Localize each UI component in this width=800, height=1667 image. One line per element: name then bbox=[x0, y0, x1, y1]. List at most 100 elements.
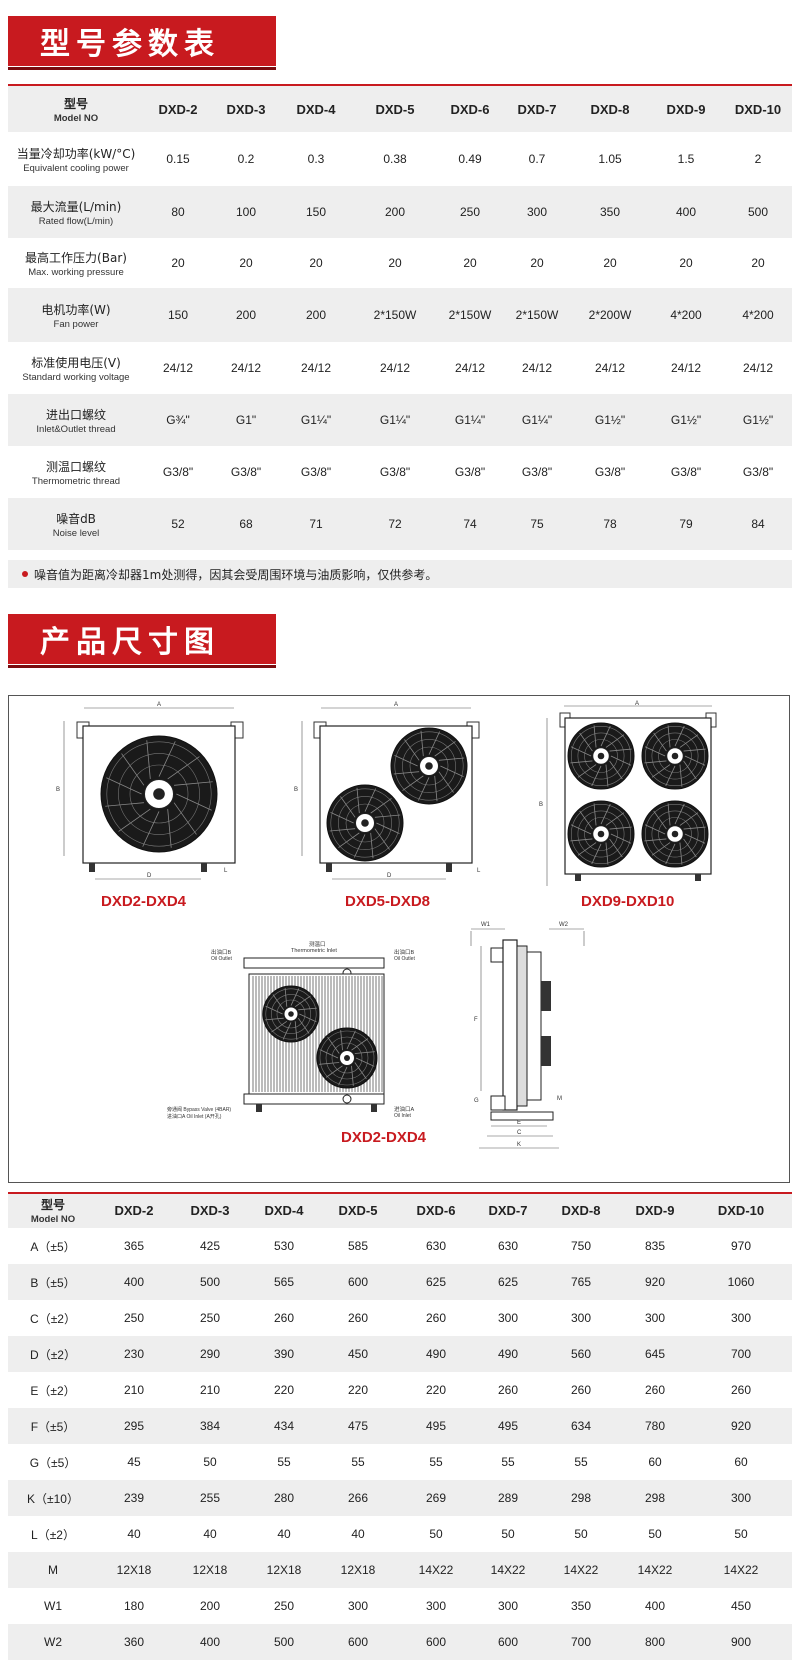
param-row: 标准使用电压(V)Standard working voltage 24/12 24… bbox=[8, 342, 792, 394]
param-value-cell: G3/8" bbox=[162, 465, 194, 479]
param-value-cell: 20 bbox=[603, 256, 617, 270]
dim-value-cell: 490 bbox=[425, 1347, 447, 1361]
param-label-en: Thermometric thread bbox=[31, 475, 121, 487]
dim-value-cell: 360 bbox=[123, 1635, 145, 1649]
dim-value-cell: 450 bbox=[730, 1599, 752, 1613]
param-value-cell: 500 bbox=[747, 205, 769, 219]
dim-value-cell: 260 bbox=[570, 1383, 592, 1397]
dim-value-cell: 300 bbox=[730, 1491, 752, 1505]
dim-value-cell: 300 bbox=[730, 1311, 752, 1325]
dim-value-cell: 60 bbox=[734, 1455, 748, 1469]
dim-value-cell: 260 bbox=[644, 1383, 666, 1397]
dim-value-cell: 300 bbox=[644, 1311, 666, 1325]
dim-value-cell: 490 bbox=[497, 1347, 519, 1361]
param-value-cell: 2*200W bbox=[588, 308, 632, 322]
dim-value-cell: 280 bbox=[273, 1491, 295, 1505]
fan-icon bbox=[316, 1027, 378, 1089]
dim-value-cell: 290 bbox=[199, 1347, 221, 1361]
param-label-cell: 标准使用电压(V)Standard working voltage bbox=[8, 342, 144, 394]
params-header-row: 型号 Model NO DXD-2 DXD-3 DXD-4 DXD-5 DXD-… bbox=[8, 86, 792, 132]
dim-label-cell: K（±10） bbox=[27, 1491, 79, 1506]
dim-value-cell: 14X22 bbox=[637, 1563, 673, 1577]
dim-l-label: L bbox=[224, 868, 228, 874]
caption-dxd9-dxd10: DXD9-DXD10 bbox=[581, 893, 674, 910]
dim-b-label: B bbox=[56, 787, 60, 793]
param-value-cell: 4*200 bbox=[742, 308, 774, 322]
dim-label-cell: L（±2） bbox=[31, 1527, 75, 1542]
param-value-cell: 400 bbox=[675, 205, 697, 219]
dim-value-cell: 300 bbox=[497, 1311, 519, 1325]
dim-d-label-2: D bbox=[387, 873, 392, 879]
dim-value-cell: 600 bbox=[347, 1275, 369, 1289]
dim-value-cell: 50 bbox=[203, 1455, 217, 1469]
param-value-cell: 24/12 bbox=[379, 361, 411, 375]
dim-value-cell: 250 bbox=[273, 1599, 295, 1613]
dim-value-cell: 600 bbox=[347, 1635, 369, 1649]
param-value-cell: G1½" bbox=[594, 413, 626, 427]
dim-label-cell: G（±5） bbox=[29, 1455, 77, 1470]
dim-value-cell: 384 bbox=[199, 1419, 221, 1433]
param-label-en: Noise level bbox=[52, 527, 100, 539]
fan-icon bbox=[326, 784, 404, 862]
dim-value-cell: 298 bbox=[644, 1491, 666, 1505]
diagram-svg: A B D L DXD2-DXD4 A B bbox=[56, 701, 717, 1149]
param-value-cell: 80 bbox=[171, 205, 185, 219]
dim-a-label-3: A bbox=[635, 701, 639, 707]
dim-value-cell: 55 bbox=[501, 1455, 515, 1469]
dim-value-cell: 40 bbox=[277, 1527, 291, 1541]
dim-value-cell: 625 bbox=[497, 1275, 519, 1289]
param-label-cn: 电机功率(W) bbox=[41, 302, 111, 317]
dim-label-cell: E（±2） bbox=[30, 1383, 76, 1398]
dim-value-cell: 765 bbox=[570, 1275, 592, 1289]
fan-icon bbox=[567, 722, 635, 790]
dim-value-cell: 350 bbox=[570, 1599, 592, 1613]
dim-b-label-2: B bbox=[294, 787, 298, 793]
param-label-cn: 当量冷却功率(kW/°C) bbox=[16, 146, 136, 161]
dim-value-cell: 55 bbox=[277, 1455, 291, 1469]
param-value-cell: G1½" bbox=[742, 413, 774, 427]
dim-value-cell: 260 bbox=[730, 1383, 752, 1397]
param-value-cell: 4*200 bbox=[670, 308, 702, 322]
param-value-cell: 79 bbox=[679, 517, 693, 531]
fan-icon bbox=[641, 800, 709, 868]
dim-value-cell: 220 bbox=[273, 1383, 295, 1397]
oil-inlet-left: 进油口A Oil Inlet (A开孔) bbox=[167, 1113, 222, 1120]
oil-inlet-right-en: Oil Inlet bbox=[394, 1113, 412, 1119]
param-value-cell: 0.38 bbox=[383, 152, 407, 166]
param-value-cell: 20 bbox=[679, 256, 693, 270]
dim-value-cell: 625 bbox=[425, 1275, 447, 1289]
dim-value-cell: 210 bbox=[199, 1383, 221, 1397]
note-bullet bbox=[22, 571, 28, 577]
dim-value-cell: 400 bbox=[644, 1599, 666, 1613]
param-label-en: Fan power bbox=[53, 318, 99, 330]
dim-value-cell: 12X18 bbox=[192, 1563, 228, 1577]
param-value-cell: 24/12 bbox=[670, 361, 702, 375]
dim-value-cell: 300 bbox=[425, 1599, 447, 1613]
table-top-rule bbox=[8, 84, 792, 86]
dim-value-cell: 500 bbox=[199, 1275, 221, 1289]
dim-value-cell: 40 bbox=[127, 1527, 141, 1541]
dim-value-cell: 300 bbox=[347, 1599, 369, 1613]
param-value-cell: 20 bbox=[463, 256, 477, 270]
thermo-cn: 测温口 bbox=[309, 940, 326, 948]
dim-value-cell: 260 bbox=[273, 1311, 295, 1325]
model-col-header: DXD-9 bbox=[666, 101, 706, 117]
param-value-cell: 0.2 bbox=[237, 152, 255, 166]
model-col-header-2: DXD-5 bbox=[338, 1202, 378, 1218]
dim-g-label: G bbox=[474, 1098, 479, 1104]
dim-value-cell: 600 bbox=[497, 1635, 519, 1649]
dim-value-cell: 970 bbox=[730, 1239, 752, 1253]
param-label-cn: 最高工作压力(Bar) bbox=[25, 250, 127, 265]
dim-value-cell: 50 bbox=[501, 1527, 515, 1541]
dim-value-cell: 250 bbox=[199, 1311, 221, 1325]
model-col-header: DXD-3 bbox=[226, 101, 266, 117]
param-value-cell: G1¼" bbox=[300, 413, 332, 427]
dim-label-cell: D（±2） bbox=[30, 1347, 76, 1362]
param-value-cell: 2*150W bbox=[373, 308, 417, 322]
dim-value-cell: 780 bbox=[644, 1419, 666, 1433]
param-value-cell: 2*150W bbox=[515, 308, 559, 322]
dim-value-cell: 220 bbox=[425, 1383, 447, 1397]
